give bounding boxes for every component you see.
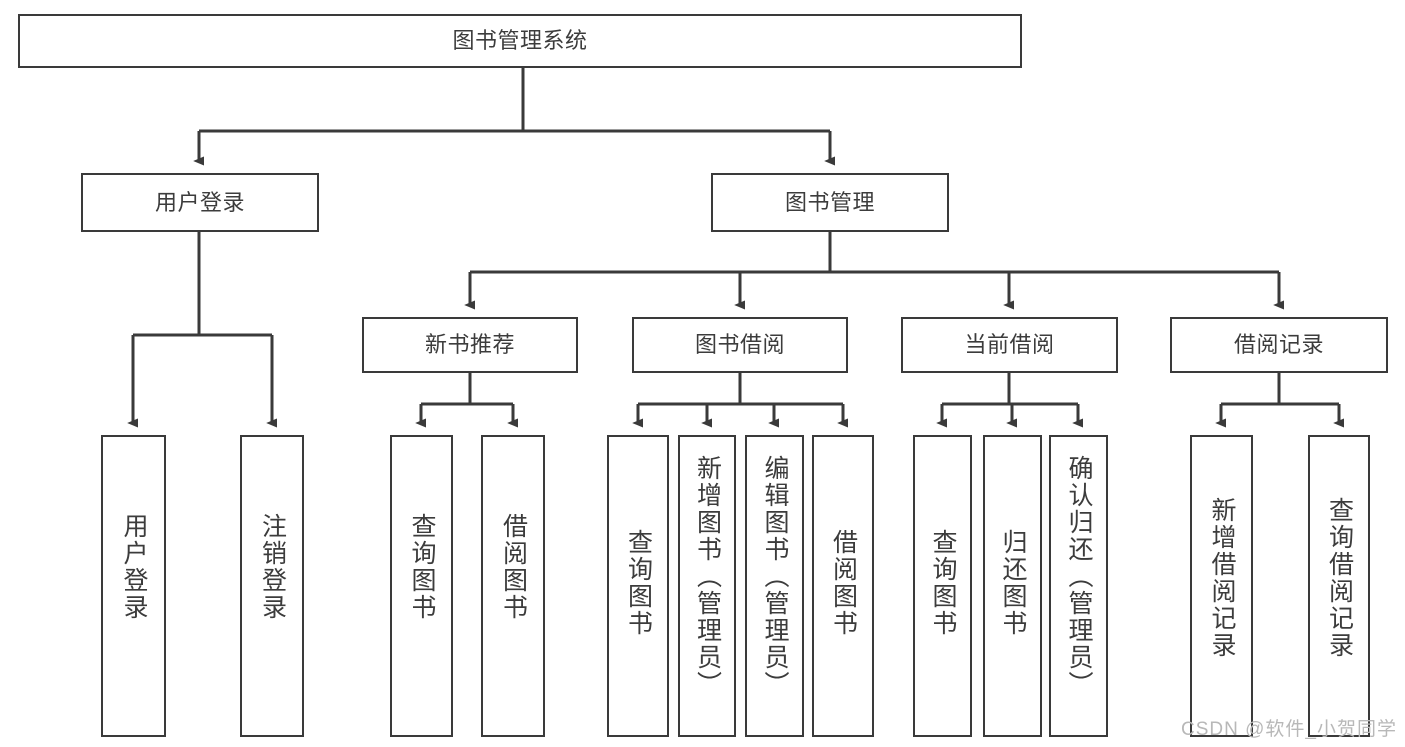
node-leaf-edit-book-label: 编辑图书（管理员） (761, 455, 789, 698)
node-leaf-query-book-1-label: 查询图书 (408, 513, 436, 621)
node-user-login-label: 用户登录 (154, 189, 245, 215)
node-book-manage[interactable]: 图书管理 (711, 173, 949, 232)
node-leaf-query-book-2[interactable]: 查询图书 (607, 435, 669, 737)
node-leaf-confirm-return-label: 确认归还（管理员） (1065, 455, 1093, 698)
node-book-borrow-label: 图书借阅 (694, 332, 785, 358)
node-leaf-return-book-label: 归还图书 (999, 529, 1027, 637)
node-leaf-user-login-label: 用户登录 (120, 513, 148, 621)
node-root[interactable]: 图书管理系统 (18, 14, 1022, 68)
node-leaf-logout-label: 注销登录 (258, 513, 287, 621)
node-leaf-borrow-book-2-label: 借阅图书 (829, 529, 858, 637)
node-leaf-confirm-return[interactable]: 确认归还（管理员） (1049, 435, 1108, 737)
node-leaf-user-login[interactable]: 用户登录 (101, 435, 166, 737)
node-leaf-logout[interactable]: 注销登录 (240, 435, 304, 737)
node-new-book-rec[interactable]: 新书推荐 (362, 317, 578, 373)
node-leaf-query-book-2-label: 查询图书 (624, 529, 653, 637)
node-root-label: 图书管理系统 (452, 28, 588, 54)
node-leaf-query-record-label: 查询借阅记录 (1325, 497, 1354, 659)
node-leaf-borrow-book-2[interactable]: 借阅图书 (812, 435, 874, 737)
node-new-book-rec-label: 新书推荐 (424, 332, 515, 358)
node-leaf-borrow-book-1[interactable]: 借阅图书 (481, 435, 545, 737)
node-book-manage-label: 图书管理 (784, 189, 875, 215)
node-leaf-query-book-3[interactable]: 查询图书 (913, 435, 972, 737)
node-current-borrow[interactable]: 当前借阅 (901, 317, 1118, 373)
node-book-borrow[interactable]: 图书借阅 (632, 317, 848, 373)
node-leaf-add-record[interactable]: 新增借阅记录 (1190, 435, 1253, 737)
node-current-borrow-label: 当前借阅 (964, 332, 1055, 358)
node-leaf-query-record[interactable]: 查询借阅记录 (1308, 435, 1370, 737)
node-user-login[interactable]: 用户登录 (81, 173, 319, 232)
node-leaf-edit-book[interactable]: 编辑图书（管理员） (745, 435, 804, 737)
node-leaf-add-record-label: 新增借阅记录 (1208, 497, 1236, 659)
node-borrow-record-label: 借阅记录 (1233, 332, 1324, 358)
node-leaf-query-book-1[interactable]: 查询图书 (390, 435, 453, 737)
node-leaf-borrow-book-1-label: 借阅图书 (499, 513, 528, 621)
node-leaf-return-book[interactable]: 归还图书 (983, 435, 1042, 737)
node-leaf-query-book-3-label: 查询图书 (929, 529, 957, 637)
node-borrow-record[interactable]: 借阅记录 (1170, 317, 1388, 373)
node-leaf-add-book-label: 新增图书（管理员） (693, 455, 722, 698)
node-leaf-add-book[interactable]: 新增图书（管理员） (678, 435, 736, 737)
csdn-watermark: CSDN @软件_小贺同学 (1181, 719, 1397, 740)
